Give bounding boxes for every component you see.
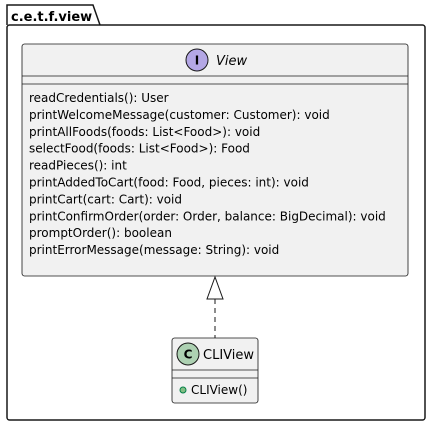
interface-method-list: readCredentials(): User printWelcomeMessa…	[29, 91, 386, 257]
package-tab-outline	[6, 4, 101, 26]
interface-method: printAllFoods(foods: List<Food>): void	[29, 125, 260, 139]
package-name: c.e.t.f.view	[11, 10, 92, 25]
interface-badge-icon	[185, 48, 209, 72]
realization-arrowhead-icon	[206, 275, 224, 300]
interface-method: readCredentials(): User	[29, 91, 169, 105]
interface-method: printConfirmOrder(order: Order, balance:…	[29, 209, 386, 223]
interface-method: promptOrder(): boolean	[29, 226, 172, 240]
class-badge-icon	[176, 342, 200, 366]
interface-method: selectFood(foods: List<Food>): Food	[29, 142, 250, 156]
class-cliview-method-list: CLIView()	[179, 383, 247, 397]
class-cliview-name: CLIView	[203, 348, 254, 363]
interface-method: printWelcomeMessage(customer: Customer):…	[29, 108, 330, 122]
package-frame	[6, 24, 426, 421]
interface-view: I View readCredentials(): User printWelco…	[21, 43, 409, 277]
interface-badge-letter: I	[195, 54, 199, 68]
class-badge-letter: C	[184, 348, 193, 362]
interface-name: View	[216, 54, 248, 69]
public-visibility-icon	[179, 386, 187, 394]
class-cliview-method: CLIView()	[191, 383, 247, 397]
interface-method: readPieces(): int	[29, 159, 127, 173]
interface-method: printCart(cart: Cart): void	[29, 192, 182, 206]
class-cliview: C CLIView CLIView()	[171, 337, 259, 404]
interface-method: printAddedToCart(food: Food, pieces: int…	[29, 176, 309, 190]
interface-method: printErrorMessage(message: String): void	[29, 243, 279, 257]
realization-arrow	[206, 275, 224, 338]
package: c.e.t.f.view	[6, 4, 426, 421]
